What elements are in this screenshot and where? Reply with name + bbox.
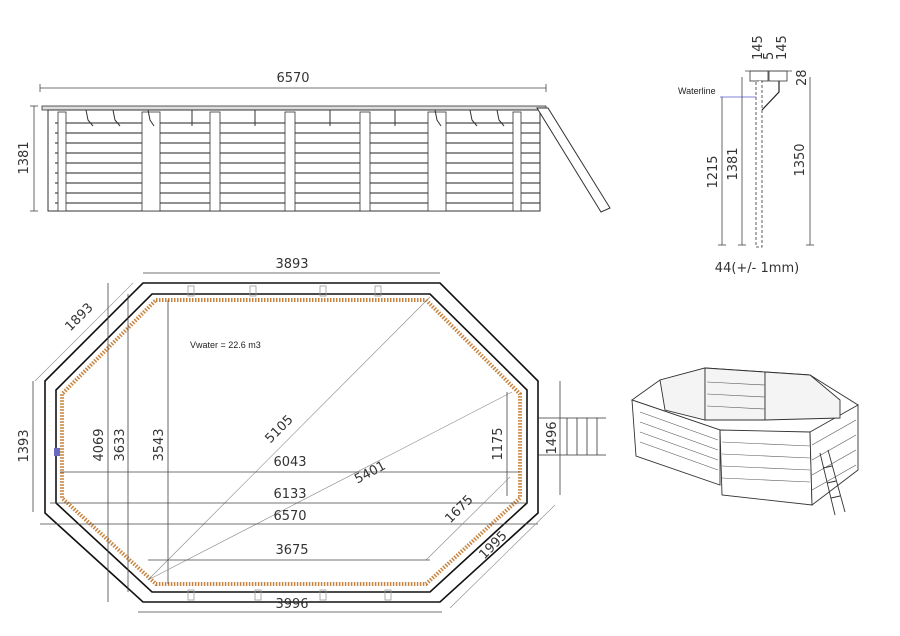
dim-outer-length: 6570 <box>273 509 306 524</box>
dim-diagonal-2: 5401 <box>352 459 388 488</box>
dim-diagonal-side: 1893 <box>63 301 97 335</box>
dim-mid-length: 6133 <box>273 487 306 502</box>
dim-inner-length: 6043 <box>273 455 306 470</box>
elevation-height-label: 1381 <box>17 141 32 174</box>
dim-bottom-outer: 3996 <box>275 597 308 612</box>
elevation-view: 6570 1381 <box>17 71 611 213</box>
pool-3d-view <box>631 367 859 516</box>
dim-inner-width: 3543 <box>152 428 167 461</box>
section-top-dim-1: 145 <box>751 35 766 60</box>
dim-bottom-inner: 3675 <box>275 543 308 558</box>
plan-view: 3893 1893 1393 4069 3633 3543 Vwater = 2… <box>17 257 606 613</box>
dim-right-outer-short: 1496 <box>545 421 560 454</box>
section-view: 145 5 145 28 Waterline 1215 1381 1350 44… <box>678 35 814 276</box>
section-top-dim-2: 5 <box>762 52 777 60</box>
section-wall-height: 1381 <box>726 147 741 180</box>
section-inner-height: 1350 <box>793 143 808 176</box>
plan-ladder <box>538 417 606 456</box>
dim-outer-width: 4069 <box>92 428 107 461</box>
section-top-dim-3: 145 <box>775 35 790 60</box>
dim-right-inner-short: 1175 <box>491 427 506 460</box>
elevation-length-label: 6570 <box>276 71 309 86</box>
section-cap-height: 28 <box>795 69 810 86</box>
dim-top-length: 3893 <box>275 257 308 272</box>
dim-left-short: 1393 <box>17 429 32 462</box>
waterline-label: Waterline <box>678 86 716 96</box>
dim-mid-width: 3633 <box>113 428 128 461</box>
dim-diagonal-1: 5105 <box>263 413 297 447</box>
water-depth-label: 1215 <box>706 155 721 188</box>
dim-inner-diagonal: 1675 <box>443 493 477 527</box>
wall-thickness-label: 44(+/- 1mm) <box>715 261 799 276</box>
water-volume-label: Vwater = 22.6 m3 <box>190 340 261 350</box>
